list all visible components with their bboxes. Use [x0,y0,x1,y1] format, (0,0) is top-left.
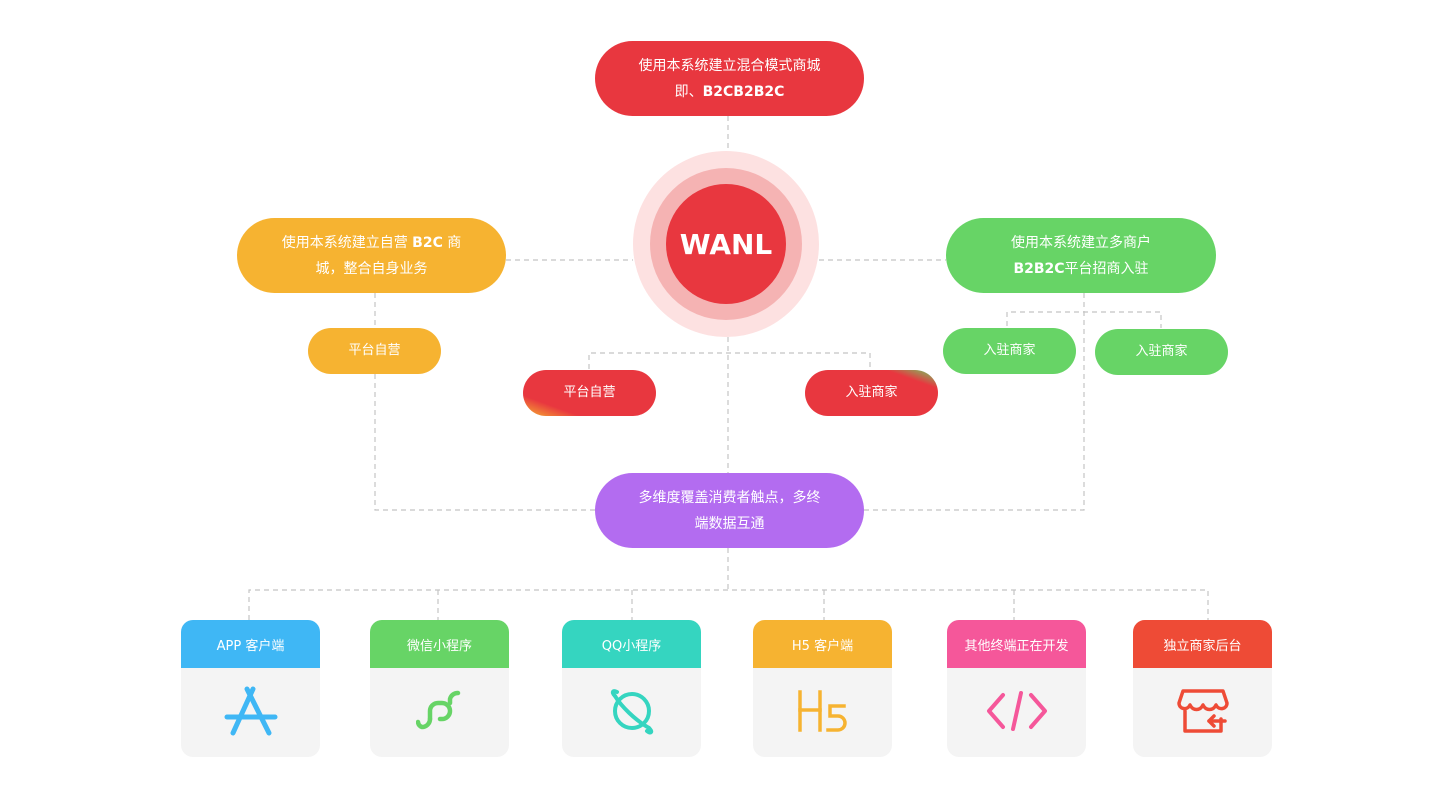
left-box: 使用本系统建立自营 B2C 商 城，整合自身业务 [237,218,506,293]
right-box-line2: B2B2C平台招商入驻 [1013,260,1149,277]
left-box-line2: 城，整合自身业务 [315,260,428,277]
bottom-box: 多维度覆盖消费者触点，多终 端数据互通 [595,473,864,548]
card-qq-mini-program: QQ小程序 [562,620,701,757]
right-box: 使用本系统建立多商户 B2B2C平台招商入驻 [946,218,1216,293]
left-sub-platform-self-operated: 平台自营 [308,328,441,374]
card-other-terminals: 其他终端正在开发 [947,620,1086,757]
right-sub-merchant-2: 入驻商家 [1095,329,1228,375]
left-box-line1: 使用本系统建立自营 B2C 商 [281,234,462,251]
card-header: QQ小程序 [562,620,701,668]
qq-planet-icon [607,686,657,740]
code-icon [985,689,1049,737]
card-h5-client: H5 客户端 [753,620,892,757]
right-sub-merchant-1: 入驻商家 [943,328,1076,374]
wechat-mini-program-icon [415,689,464,737]
card-wechat-mini-program: 微信小程序 [370,620,509,757]
bottom-box-line1: 多维度覆盖消费者触点，多终 [638,489,821,506]
center-sub-platform-self-operated: 平台自营 [523,370,656,416]
wanl-logo: WANL [666,184,786,304]
card-header: 独立商家后台 [1133,620,1272,668]
top-box-line1: 使用本系统建立混合模式商城 [638,57,821,74]
bottom-box-line2: 端数据互通 [694,515,765,532]
card-app-client: APP 客户端 [181,620,320,757]
top-box-line2: 即、B2CB2B2C [674,83,785,100]
app-store-icon [223,685,279,741]
right-box-line1: 使用本系统建立多商户 [1011,234,1151,251]
card-header: 其他终端正在开发 [947,620,1086,668]
top-box: 使用本系统建立混合模式商城 即、B2CB2B2C [595,41,864,116]
center-sub-merchant: 入驻商家 [805,370,938,416]
card-header: H5 客户端 [753,620,892,668]
card-header: 微信小程序 [370,620,509,668]
card-header: APP 客户端 [181,620,320,668]
h5-icon [796,688,850,738]
store-icon [1176,687,1229,739]
card-merchant-backend: 独立商家后台 [1133,620,1272,757]
